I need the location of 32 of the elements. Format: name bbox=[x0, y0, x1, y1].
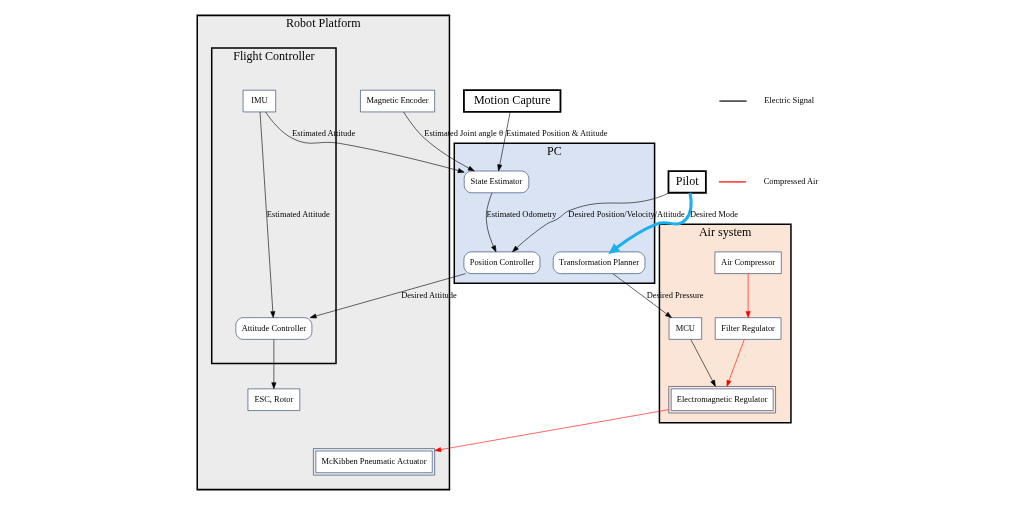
arrow bbox=[309, 273, 466, 319]
edge-label: Estimated Attitude bbox=[266, 209, 330, 220]
legend-label: Electric Signal bbox=[763, 95, 814, 106]
node-box: Attitude Controller bbox=[235, 317, 312, 340]
arrow bbox=[264, 111, 464, 173]
arrow bbox=[690, 339, 716, 387]
arrow bbox=[745, 273, 751, 318]
arrow bbox=[612, 273, 672, 318]
node-box: Filter Regulator bbox=[714, 317, 781, 340]
node-box: Position Controller bbox=[463, 251, 540, 274]
arrow bbox=[270, 339, 276, 390]
arrow bbox=[259, 111, 275, 318]
node-box: IMU bbox=[242, 89, 276, 113]
node-box: MCU bbox=[668, 317, 702, 340]
node-box: Air Compressor bbox=[714, 251, 782, 274]
node-box: State Estimator bbox=[463, 170, 529, 194]
node-box: ESC, Rotor bbox=[247, 388, 300, 411]
arrow bbox=[511, 192, 670, 253]
arrow bbox=[607, 192, 693, 255]
arrow bbox=[402, 111, 475, 172]
node-box: Magnetic Encoder bbox=[359, 89, 435, 113]
arrow bbox=[496, 111, 510, 172]
legend-label: Compressed Air bbox=[763, 176, 818, 187]
arrow bbox=[485, 192, 496, 253]
node-box: Pilot bbox=[667, 170, 707, 194]
edge-label: Estimated Position & Attitude bbox=[505, 128, 608, 139]
edge-label: Desired Mode bbox=[689, 209, 738, 220]
node-box: Motion Capture bbox=[462, 89, 561, 113]
edge-label: Estimated Odometry bbox=[486, 209, 557, 220]
arrow bbox=[726, 339, 745, 387]
node-box: Transformation Planner bbox=[552, 251, 645, 274]
arrow bbox=[434, 409, 669, 452]
